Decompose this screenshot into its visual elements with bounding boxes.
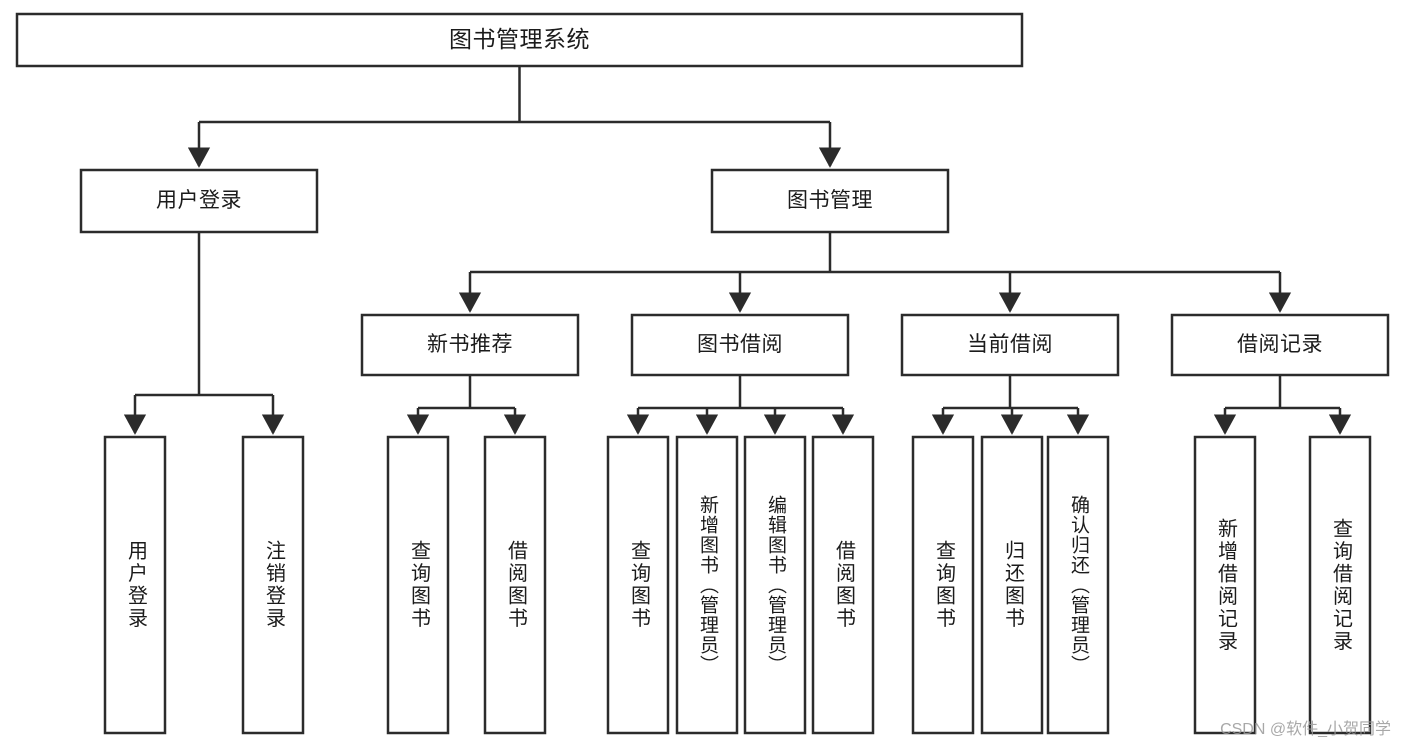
node-box-borrow-records[interactable]	[1170, 313, 1390, 377]
node-box-new-book-recommend[interactable]	[360, 313, 580, 377]
node-box-leaf-logout[interactable]	[241, 435, 305, 735]
node-box-leaf-query-book-1[interactable]	[386, 435, 450, 735]
node-box-leaf-query-book-3[interactable]	[911, 435, 975, 735]
connector-group-borrow	[626, 375, 855, 435]
connector-group-current	[931, 375, 1090, 435]
connector-group-new-books	[406, 375, 527, 435]
node-box-leaf-add-book[interactable]	[675, 435, 739, 735]
node-box-leaf-add-record[interactable]	[1193, 435, 1257, 735]
node-box-leaf-confirm-return[interactable]	[1046, 435, 1110, 735]
node-box-book-management[interactable]	[710, 168, 950, 234]
node-box-book-borrow[interactable]	[630, 313, 850, 377]
node-box-leaf-borrow-book-2[interactable]	[811, 435, 875, 735]
node-box-leaf-user-login[interactable]	[103, 435, 167, 735]
node-box-leaf-query-book-2[interactable]	[606, 435, 670, 735]
node-box-user-login[interactable]	[79, 168, 319, 234]
node-box-root[interactable]	[15, 12, 1024, 68]
connector-group-book-mgmt	[458, 232, 1292, 313]
watermark-text: CSDN @软件_小贺同学	[1220, 721, 1391, 738]
connector-group-root	[187, 66, 842, 168]
node-box-leaf-borrow-book-1[interactable]	[483, 435, 547, 735]
connector-group-user-login	[123, 232, 285, 435]
node-box-leaf-query-record[interactable]	[1308, 435, 1372, 735]
connector-group-records	[1213, 375, 1352, 435]
node-box-leaf-edit-book[interactable]	[743, 435, 807, 735]
node-box-leaf-return-book[interactable]	[980, 435, 1044, 735]
node-box-current-borrow[interactable]	[900, 313, 1120, 377]
